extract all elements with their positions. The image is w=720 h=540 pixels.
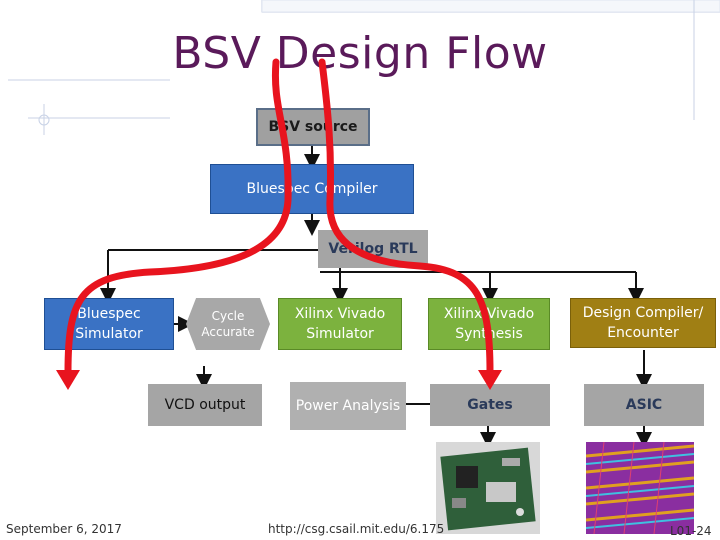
power-analysis-box: Power Analysis [290,382,406,430]
footer-date: September 6, 2017 [6,522,122,536]
cycle-accurate-badge: Cycle Accurate [186,298,270,350]
design-compiler-box: Design Compiler/ Encounter [570,298,716,348]
bluespec-compiler-box: Bluespec Compiler [210,164,414,214]
red-arrowhead-left [56,370,80,390]
bsv-source-box: BSV source [256,108,370,146]
slide-title: BSV Design Flow [172,28,548,79]
xilinx-simulator-box: Xilinx Vivado Simulator [278,298,402,350]
vcd-output-box: VCD output [148,384,262,426]
fpga-board-image [436,442,540,534]
asic-box: ASIC [584,384,704,426]
footer-url[interactable]: http://csg.csail.mit.edu/6.175 [268,522,445,536]
red-arrowhead-right [478,370,502,390]
footer-slide-number: L01-24 [670,524,712,538]
gates-box: Gates [430,384,550,426]
asic-wafer-image [586,442,694,534]
